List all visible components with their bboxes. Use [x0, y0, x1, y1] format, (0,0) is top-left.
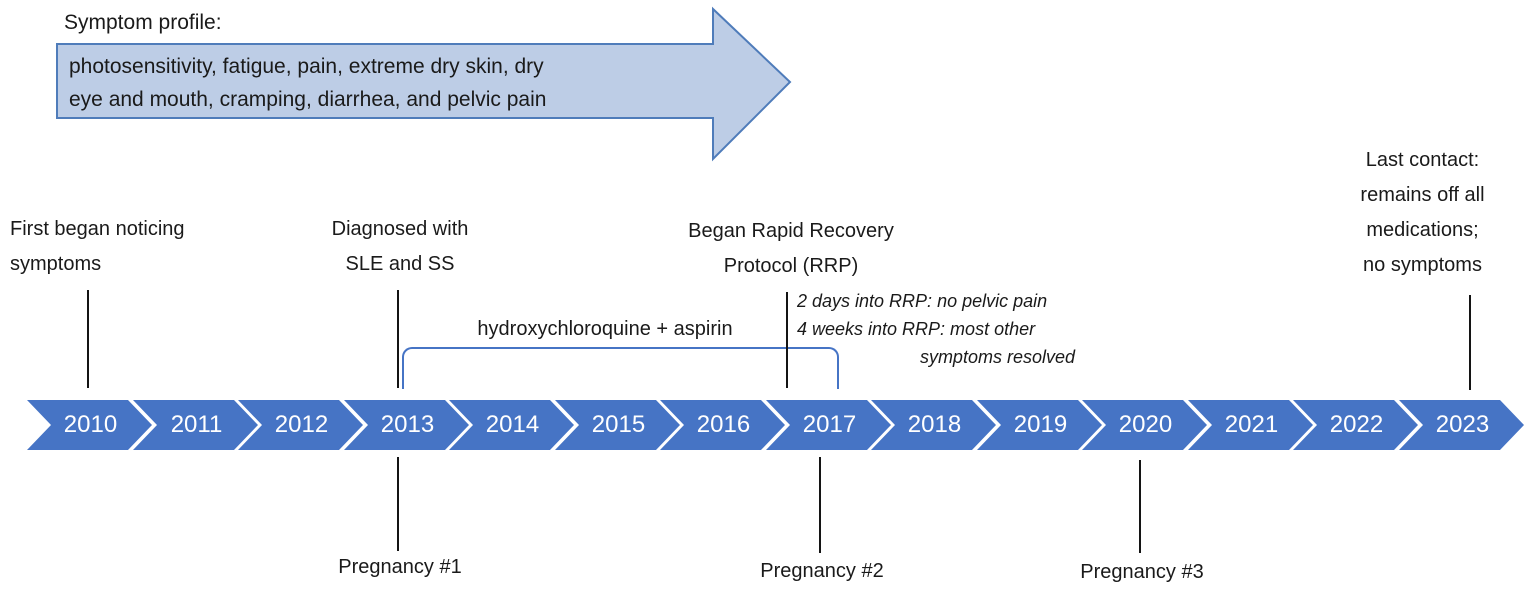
timeline-year-2014: 2014	[449, 400, 574, 450]
event-last-contact-line-1: Last contact:	[1365, 149, 1480, 171]
rrp-note-line-3: symptoms resolved	[919, 347, 1075, 367]
tick-diagnosis	[397, 290, 399, 388]
pregnancy-1-label: Pregnancy #1	[338, 556, 462, 578]
event-diagnosis-line-1: Diagnosed with	[331, 218, 469, 240]
pregnancy-2-label: Pregnancy #2	[760, 560, 884, 582]
year-text: 2011	[170, 411, 223, 438]
event-last-contact-line-4: no symptoms	[1363, 254, 1482, 276]
symptom-profile-arrow-shape	[56, 6, 792, 162]
event-first-symptoms-line-1: First began noticing	[10, 218, 185, 240]
tick-pregnancy-2	[819, 457, 821, 553]
pregnancy-3-label: Pregnancy #3	[1080, 561, 1204, 583]
event-last-contact-line-2: remains off all	[1360, 184, 1485, 206]
symptom-profile-title: Symptom profile:	[64, 11, 222, 34]
year-text: 2014	[485, 411, 540, 438]
symptom-profile-text-line-1: photosensitivity, fatigue, pain, extreme…	[69, 55, 544, 78]
right-arrow-icon	[56, 6, 792, 162]
event-rrp-line-2: Protocol (RRP)	[723, 255, 859, 277]
event-rrp-label: Began Rapid Recovery Protocol (RRP)	[658, 214, 924, 284]
event-rrp-line-1: Began Rapid Recovery	[688, 220, 894, 242]
year-text: 2023	[1435, 411, 1490, 438]
timeline-year-2011: 2011	[133, 400, 258, 450]
rrp-outcome-notes: 2 days into RRP: no pelvic pain 4 weeks …	[797, 287, 1075, 371]
event-diagnosis-label: Diagnosed with SLE and SS	[300, 212, 500, 282]
year-text: 2010	[63, 411, 118, 438]
event-diagnosis-line-2: SLE and SS	[345, 253, 455, 275]
rrp-note-line-1: 2 days into RRP: no pelvic pain	[797, 291, 1048, 311]
year-text: 2019	[1013, 411, 1068, 438]
event-last-contact-line-3: medications;	[1366, 219, 1479, 241]
year-text: 2021	[1224, 411, 1279, 438]
timeline-year-2020: 2020	[1082, 400, 1207, 450]
year-text: 2016	[696, 411, 751, 438]
year-text: 2022	[1329, 411, 1384, 438]
tick-rrp	[786, 292, 788, 388]
event-first-symptoms-line-2: symptoms	[10, 253, 102, 275]
tick-pregnancy-3	[1139, 460, 1141, 553]
medication-span-bracket	[402, 347, 839, 389]
tick-first-symptoms	[87, 290, 89, 388]
symptom-profile-text-line-2: eye and mouth, cramping, diarrhea, and p…	[69, 88, 547, 111]
tick-last-contact	[1469, 295, 1471, 390]
year-text: 2013	[380, 411, 435, 438]
timeline-year-2021: 2021	[1188, 400, 1313, 450]
year-text: 2012	[274, 411, 329, 438]
timeline-year-2022: 2022	[1293, 400, 1418, 450]
event-last-contact-label: Last contact: remains off all medication…	[1330, 143, 1515, 283]
year-text: 2015	[591, 411, 646, 438]
medication-label: hydroxychloroquine + aspirin	[477, 318, 733, 340]
year-text: 2020	[1118, 411, 1173, 438]
year-text: 2018	[907, 411, 962, 438]
rrp-note-line-2: 4 weeks into RRP: most other	[797, 319, 1036, 339]
event-first-symptoms-label: First began noticing symptoms	[10, 212, 260, 282]
year-text: 2017	[802, 411, 857, 438]
tick-pregnancy-1	[397, 457, 399, 551]
timeline-year-2010: 2010	[27, 400, 152, 450]
